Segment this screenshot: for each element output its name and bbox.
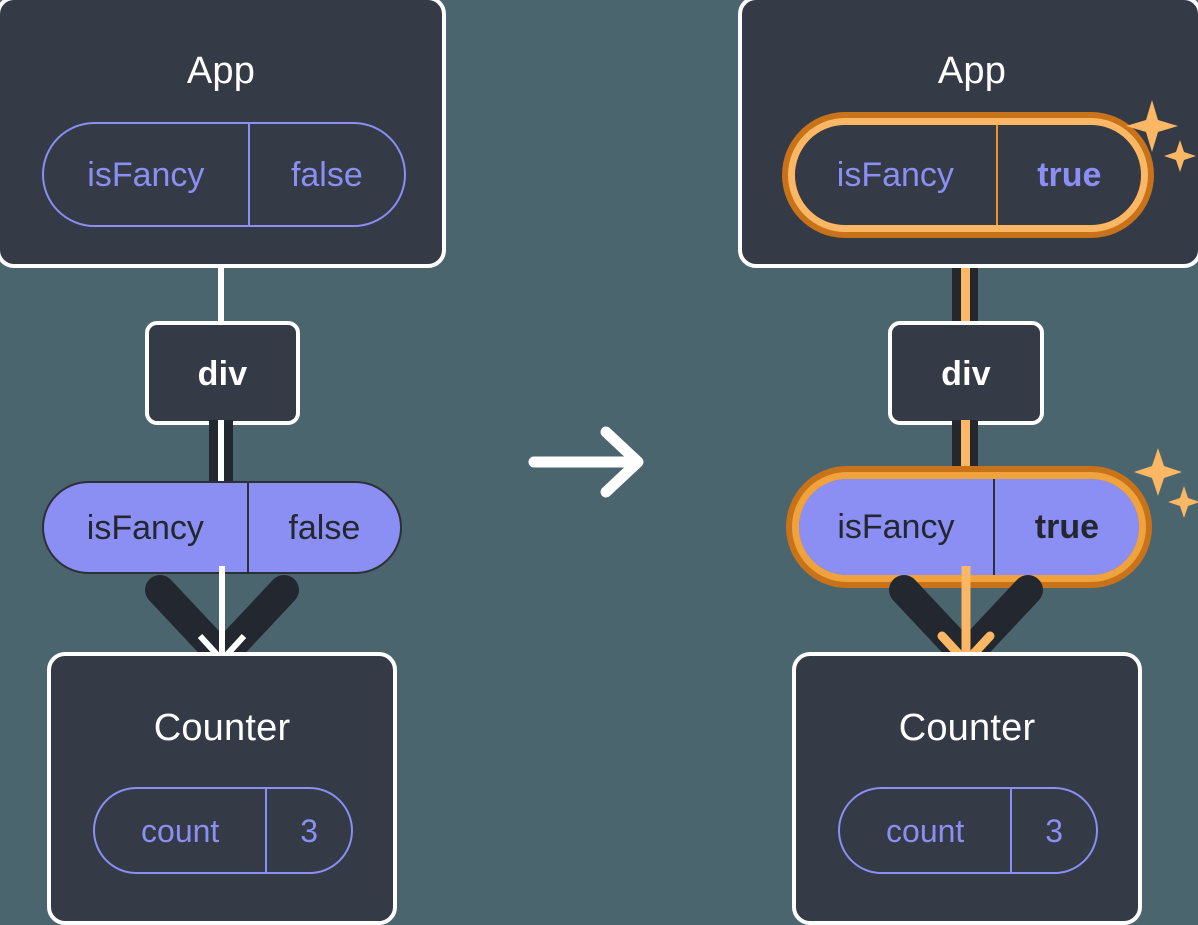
after-app-state-highlight-ring: isFancy true xyxy=(782,112,1154,238)
before-app-state-name: isFancy xyxy=(87,155,205,194)
after-div-box: div xyxy=(888,321,1044,425)
before-wire-div-to-prop xyxy=(218,420,224,486)
after-app-state-pill: isFancy true xyxy=(795,125,1141,225)
after-wire-div-to-prop xyxy=(961,420,970,486)
before-counter-state-name: count xyxy=(141,812,220,849)
after-counter-state-name: count xyxy=(886,812,965,849)
before-app-title: App xyxy=(186,50,256,92)
before-app-card: App isFancy false xyxy=(0,0,446,268)
before-counter-state-pill: count 3 xyxy=(93,787,353,874)
before-app-state-value: false xyxy=(247,124,404,225)
after-app-state-value: true xyxy=(995,125,1141,225)
after-app-state-name: isFancy xyxy=(836,156,954,194)
after-prop-name: isFancy xyxy=(837,508,955,546)
after-app-sparkles-icon xyxy=(1126,100,1196,172)
before-counter-state-value: 3 xyxy=(265,789,351,872)
before-div-box: div xyxy=(145,321,300,425)
after-prop-sparkles-icon xyxy=(1134,448,1198,518)
before-prop-name: isFancy xyxy=(86,508,204,547)
after-prop-value: true xyxy=(992,479,1139,575)
after-counter-title: Counter xyxy=(898,707,1036,749)
before-div-label: div xyxy=(197,355,248,393)
after-counter-state-pill: count 3 xyxy=(838,787,1098,874)
before-app-state-pill: isFancy false xyxy=(42,122,406,227)
after-app-state-ring-inner: isFancy true xyxy=(788,118,1148,232)
before-wire-app-to-div xyxy=(218,262,224,324)
transition-arrow-right-icon xyxy=(528,426,644,498)
after-div-label: div xyxy=(941,355,991,393)
after-wire-app-to-div xyxy=(961,214,970,326)
after-prop-pill: isFancy true xyxy=(799,479,1139,575)
after-counter-card: Counter count 3 xyxy=(792,652,1142,925)
before-counter-title: Counter xyxy=(153,707,291,749)
before-prop-value: false xyxy=(246,483,400,572)
before-prop-pill: isFancy false xyxy=(42,481,402,574)
after-counter-state-value: 3 xyxy=(1010,789,1096,872)
before-counter-card: Counter count 3 xyxy=(47,652,397,925)
after-app-title: App xyxy=(937,50,1007,92)
